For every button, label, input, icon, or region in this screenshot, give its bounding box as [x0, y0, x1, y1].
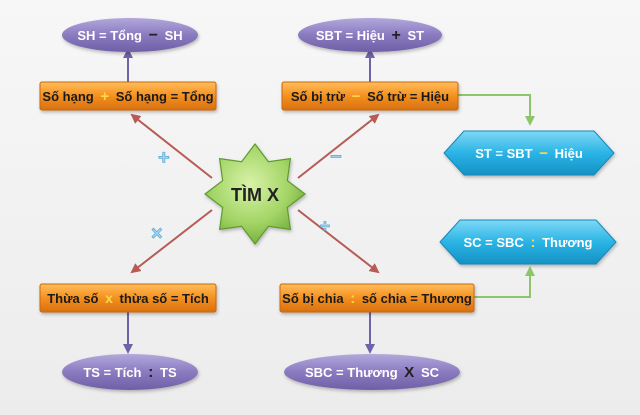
svg-text:TS = Tích : TS: TS = Tích : TS — [83, 364, 177, 381]
center-star: TÌM X — [204, 143, 306, 245]
box-div-op: : — [350, 290, 355, 307]
oval-sbt: SBT = Hiệu + ST — [298, 18, 442, 52]
box-division: Số bị chia : số chia = Thương — [279, 283, 475, 313]
box-add-op: + — [100, 88, 109, 105]
hex-st-op: − — [539, 145, 548, 162]
oval-sbc-right: SC — [421, 365, 440, 380]
hex-sc: SC = SBC : Thương — [439, 219, 617, 265]
hex-st-left: ST = SBT — [475, 146, 532, 161]
box-sub-op: − — [352, 88, 361, 105]
svg-text:SC = SBC : Thương: SC = SBC : Thương — [464, 234, 593, 251]
times-marker: × — [151, 223, 163, 245]
box-sub-right: Số trừ = Hiệu — [367, 89, 449, 104]
oval-ts: TS = Tích : TS — [62, 354, 198, 390]
hex-st-right: Hiệu — [555, 146, 583, 161]
hex-st: ST = SBT − Hiệu — [443, 130, 615, 176]
oval-sbt-left: SBT = Hiệu — [316, 28, 385, 43]
oval-ts-left: TS = Tích — [83, 365, 141, 380]
oval-sbc: SBC = Thương X SC — [284, 354, 460, 390]
hex-sc-left: SC = SBC — [464, 235, 525, 250]
svg-text:SBC = Thương X SC: SBC = Thương X SC — [305, 364, 440, 381]
svg-text:SH = Tổng − SH: SH = Tổng − SH — [77, 27, 182, 44]
oval-sbt-right: ST — [407, 28, 424, 43]
svg-text:ST = SBT − Hiệu: ST = SBT − Hiệu — [475, 145, 583, 162]
oval-sbc-op: X — [404, 364, 414, 381]
box-multiplication: Thừa số x thừa số = Tích — [39, 283, 217, 313]
oval-sh-left: SH = Tổng — [77, 28, 142, 43]
hex-sc-right: Thương — [542, 235, 592, 250]
svg-text:Số bị chia : số ch: Số bị chia : số chia = Thương — [282, 290, 472, 307]
minus-marker: − — [330, 146, 342, 168]
arrow-center-to-add — [130, 113, 213, 179]
svg-text:Thừa số x thừa số: Thừa số x thừa số = Tích — [47, 290, 209, 306]
arrow-sub-to-st — [458, 94, 535, 126]
box-mul-op: x — [105, 290, 113, 306]
svg-text:Số hạng + Số hạng: Số hạng + Số hạng = Tổng — [42, 88, 213, 105]
box-div-left: Số bị chia — [282, 291, 344, 306]
hex-sc-op: : — [530, 234, 535, 251]
oval-sh-right: SH — [165, 28, 183, 43]
oval-sh-op: − — [149, 27, 158, 44]
arrow-div-to-sc — [474, 266, 535, 298]
arrow-center-to-sub — [297, 113, 380, 179]
box-addition: Số hạng + Số hạng = Tổng — [39, 81, 217, 111]
box-add-right: Số hạng = Tổng — [116, 89, 214, 104]
box-add-left: Số hạng — [42, 89, 93, 104]
box-mul-left: Thừa số — [47, 291, 98, 306]
center-label: TÌM X — [231, 184, 279, 205]
arrow-center-to-div — [297, 209, 380, 274]
svg-text:Số bị trừ − Số trừ: Số bị trừ − Số trừ = Hiệu — [291, 88, 449, 105]
box-mul-right: thừa số = Tích — [120, 291, 209, 306]
plus-marker: + — [158, 147, 170, 169]
box-div-right: số chia = Thương — [362, 291, 472, 306]
oval-sbt-op: + — [392, 27, 401, 44]
box-sub-left: Số bị trừ — [291, 89, 346, 104]
svg-text:SBT = Hiệu + ST: SBT = Hiệu + ST — [316, 27, 424, 44]
oval-sh: SH = Tổng − SH — [62, 18, 198, 52]
box-subtraction: Số bị trừ − Số trừ = Hiệu — [281, 81, 459, 111]
oval-sbc-left: SBC = Thương — [305, 365, 398, 380]
oval-ts-op: : — [148, 364, 153, 381]
oval-ts-right: TS — [160, 365, 177, 380]
divide-marker: ÷ — [320, 216, 330, 236]
arrow-center-to-mul — [130, 209, 213, 274]
